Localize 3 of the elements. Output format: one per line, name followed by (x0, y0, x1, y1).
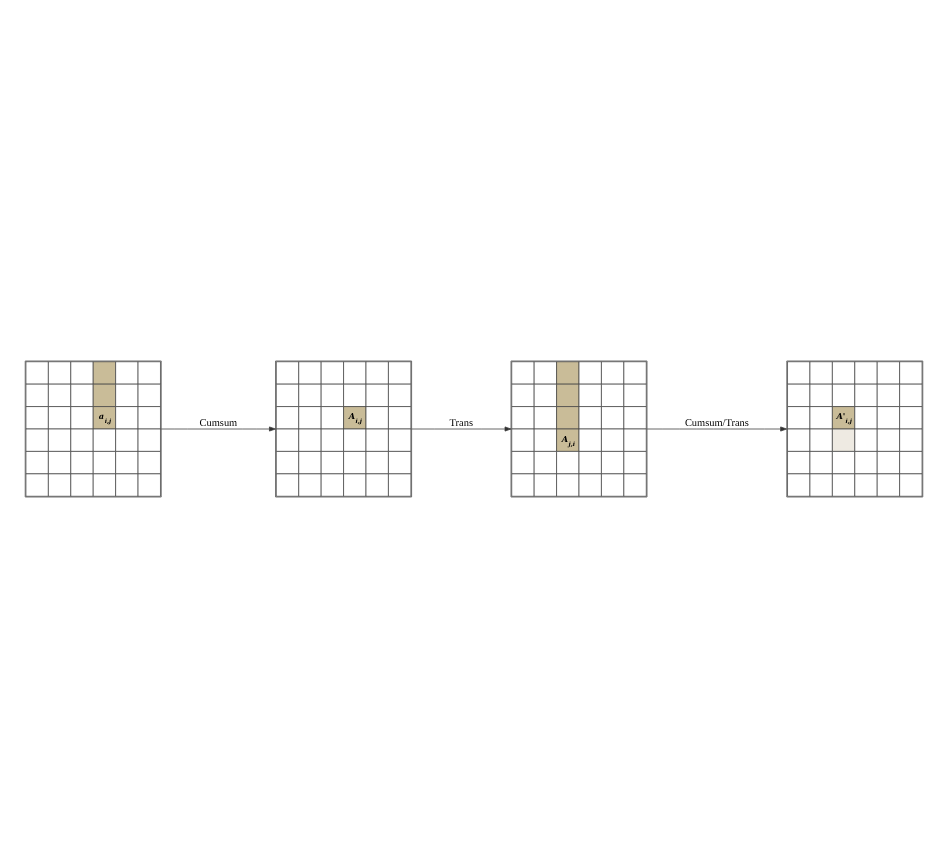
arrow (160, 426, 276, 432)
arrow (411, 426, 512, 432)
arrow (646, 426, 787, 432)
